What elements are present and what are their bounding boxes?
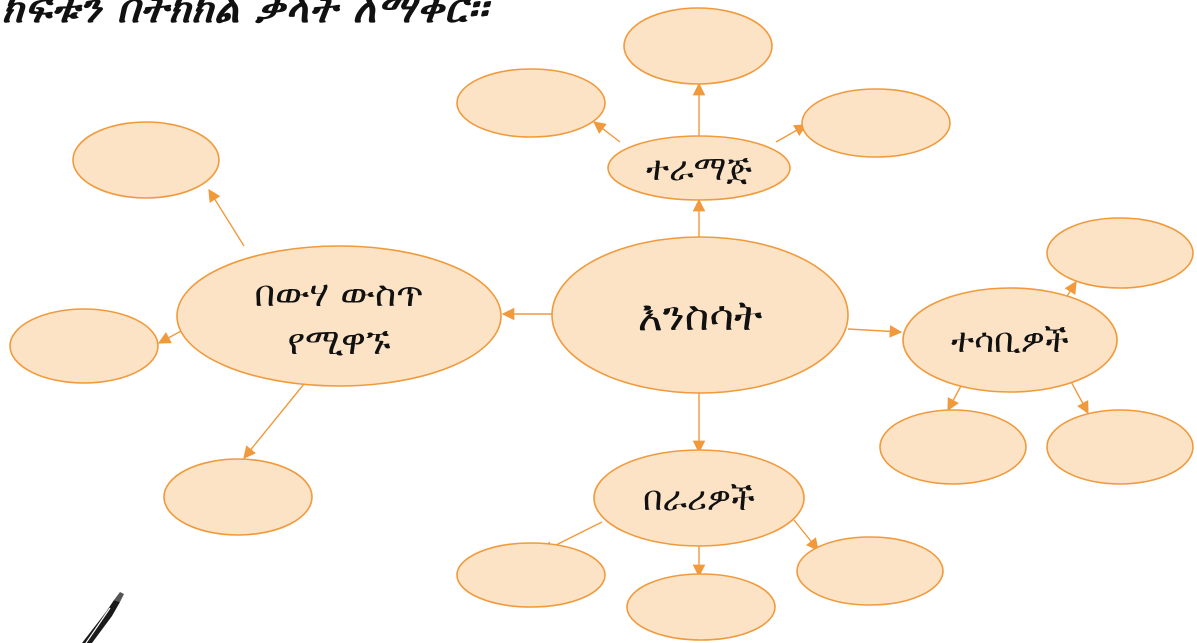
category-label-right: ተሳቢዎች [951,321,1069,361]
edge-left-left [157,329,184,344]
blank-node-left-down[interactable] [163,458,313,536]
blank-nodes [9,7,1194,641]
edges [157,82,1089,578]
blank-node-right-downleft[interactable] [879,409,1027,485]
blank-node-right-up[interactable] [1046,217,1194,289]
center-node-group: እንስሳት [551,236,849,394]
blank-node-bottom-right[interactable] [796,536,944,606]
center-label: እንስሳት [638,291,763,340]
blank-node-left-left[interactable] [9,308,159,384]
worksheet-heading: ክፍቱን በትክክል ቃላት ለማቀር፡፡ [2,0,489,32]
blank-node-bottom-left[interactable] [456,542,606,608]
blank-node-left-up[interactable] [72,121,220,199]
edge-top-left [593,121,621,143]
category-node-left [176,245,502,387]
category-label-top: ተራማጅ [646,149,752,189]
edge-left-up [208,188,245,247]
category-node-bottom [593,449,805,547]
category-label-left-line2: የሚዋኙ [287,322,390,363]
category-label-left-line1: በውሃ ውስጥ [254,274,423,315]
blank-node-bottom-down[interactable] [626,573,776,641]
center-node [551,236,849,394]
edge-bottom-right [793,519,819,551]
pencil-icon [82,592,124,643]
category-node-top [607,135,791,201]
blank-node-top-right[interactable] [801,88,951,158]
blank-node-top-left[interactable] [456,68,606,138]
category-nodes: ተራማጅ በውሃ ውስጥ የሚዋኙ ተሳቢዎች በራሪዎች [176,135,1118,547]
edge-right-downleft [947,383,963,412]
edge-left-down [243,383,305,459]
edge-center-right [847,325,903,338]
category-label-bottom: በራሪዎች [643,479,755,519]
blank-node-right-downright[interactable] [1046,409,1194,485]
category-node-right [902,287,1118,393]
blank-node-top-up[interactable] [623,7,773,85]
edge-top-right [775,124,808,143]
